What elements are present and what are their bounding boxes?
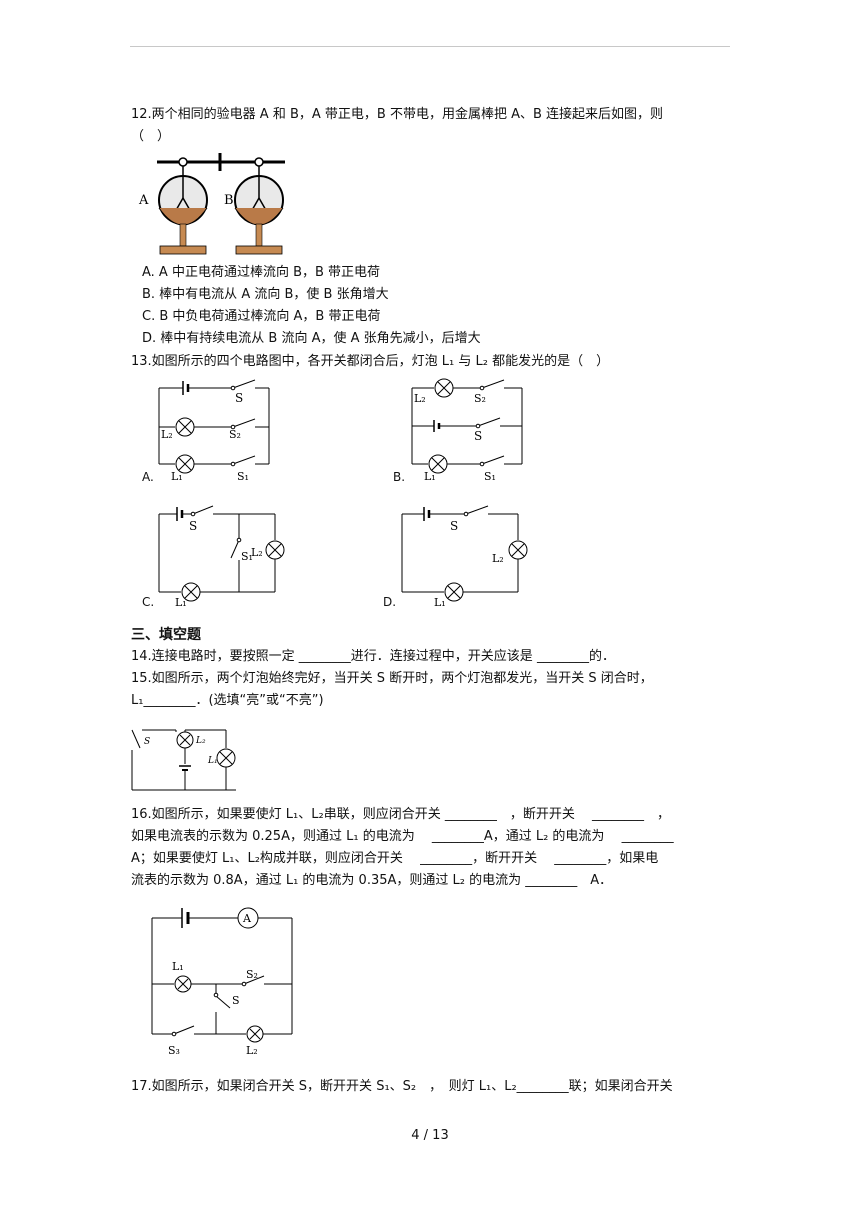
circuit-c-l1-label: L₁ — [175, 596, 187, 609]
circuit-c-s-label: S — [189, 519, 197, 533]
q15-s-label: S — [144, 737, 150, 747]
q13-circuit-a: S L₂ S₂ L₁ S₁ — [158, 379, 270, 483]
q13-option-c: C. — [142, 595, 155, 609]
q13-circuit-d: S L₂ L₁ — [401, 505, 528, 609]
electroscope-a-label: A — [138, 193, 149, 208]
q15-circuit-figure: S L₂ L₁ — [131, 729, 236, 791]
q13-option-a: A. — [142, 470, 154, 484]
circuit-a-l1-label: L₁ — [171, 470, 183, 483]
q13-circuit-c: S S₁ L₂ L₁ — [158, 505, 285, 609]
circuit-a-s1-label: S₁ — [237, 470, 249, 483]
circuit-b-l1-label: L₁ — [424, 470, 436, 483]
circuit-a-l2-label: L₂ — [161, 428, 173, 441]
q13-circuit-b: L₂ S₂ S L₁ S₁ — [411, 378, 523, 483]
q12-option-b: B. 棒中有电流从 A 流向 B，使 B 张角增大 — [142, 287, 389, 302]
header-rule — [130, 46, 730, 47]
circuit-b-s-label: S — [474, 429, 482, 443]
circuit-c-l2-label: L₂ — [251, 546, 263, 559]
q16-l1-label: L₁ — [172, 960, 184, 973]
circuit-d-l1-label: L₁ — [434, 596, 446, 609]
q15-l1-label: L₁ — [207, 756, 218, 766]
q13-option-d: D. — [383, 595, 397, 609]
q16-stem-line1: 16.如图所示，如果要使灯 L₁、L₂串联，则应闭合开关 ________ ，断… — [131, 807, 670, 822]
page-number: 4 / 13 — [411, 1128, 449, 1143]
circuit-b-s2-label: S₂ — [474, 392, 486, 405]
q16-stem-line4: 流表的示数为 0.8A，通过 L₁ 的电流为 0.35A，则通过 L₂ 的电流为… — [131, 873, 613, 888]
q16-ammeter-label: A — [242, 912, 252, 925]
q16-s2-label: S₂ — [246, 968, 258, 981]
electroscope-b-label: B — [224, 193, 234, 208]
q13-stem: 13.如图所示的四个电路图中，各开关都闭合后，灯泡 L₁ 与 L₂ 都能发光的是… — [131, 354, 610, 369]
q15-stem-line1: 15.如图所示，两个灯泡始终完好，当开关 S 断开时，两个灯泡都发光，当开关 S… — [131, 671, 653, 686]
circuit-a-s2-label: S₂ — [229, 428, 241, 441]
q12-option-a: A. A 中正电荷通过棒流向 B，B 带正电荷 — [142, 265, 381, 280]
q16-s3-label: S₃ — [168, 1044, 180, 1057]
q14-stem: 14.连接电路时，要按照一定 ________进行．连接过程中，开关应该是 __… — [131, 649, 615, 664]
q12-stem-line2: （ ） — [131, 129, 171, 144]
q16-l2-label: L₂ — [246, 1044, 258, 1057]
q16-stem-line3: A；如果要使灯 L₁、L₂构成并联，则应闭合开关 ________，断开开关 _… — [131, 851, 659, 866]
q16-circuit-figure: A L₁ S₂ S S₃ L₂ — [151, 907, 293, 1057]
section-title-fill-in: 三、填空题 — [131, 627, 201, 643]
circuit-d-s-label: S — [450, 519, 458, 533]
circuit-d-l2-label: L₂ — [492, 552, 504, 565]
q17-stem: 17.如图所示，如果闭合开关 S，断开开关 S₁、S₂ ， 则灯 L₁、L₂__… — [131, 1079, 673, 1094]
circuit-b-l2-label: L₂ — [414, 392, 426, 405]
circuit-a-s-label: S — [235, 391, 243, 405]
circuit-b-s1-label: S₁ — [484, 470, 496, 483]
q16-stem-line2: 如果电流表的示数为 0.25A，则通过 L₁ 的电流为 ________A，通过… — [131, 829, 674, 844]
circuit-c-s1-label: S₁ — [241, 550, 253, 563]
q13-option-b: B. — [393, 470, 406, 484]
q12-electroscope-figure: A B — [138, 153, 285, 255]
q15-stem-line2: L₁________．(选填“亮”或“不亮”) — [131, 693, 324, 708]
q12-option-d: D. 棒中有持续电流从 B 流向 A，使 A 张角先减小，后增大 — [142, 331, 481, 346]
q15-l2-label: L₂ — [195, 736, 206, 746]
q12-stem-line1: 12.两个相同的验电器 A 和 B，A 带正电，B 不带电，用金属棒把 A、B … — [131, 107, 664, 122]
q16-s-label: S — [232, 994, 240, 1007]
q12-option-c: C. B 中负电荷通过棒流向 A，B 带正电荷 — [142, 309, 381, 324]
